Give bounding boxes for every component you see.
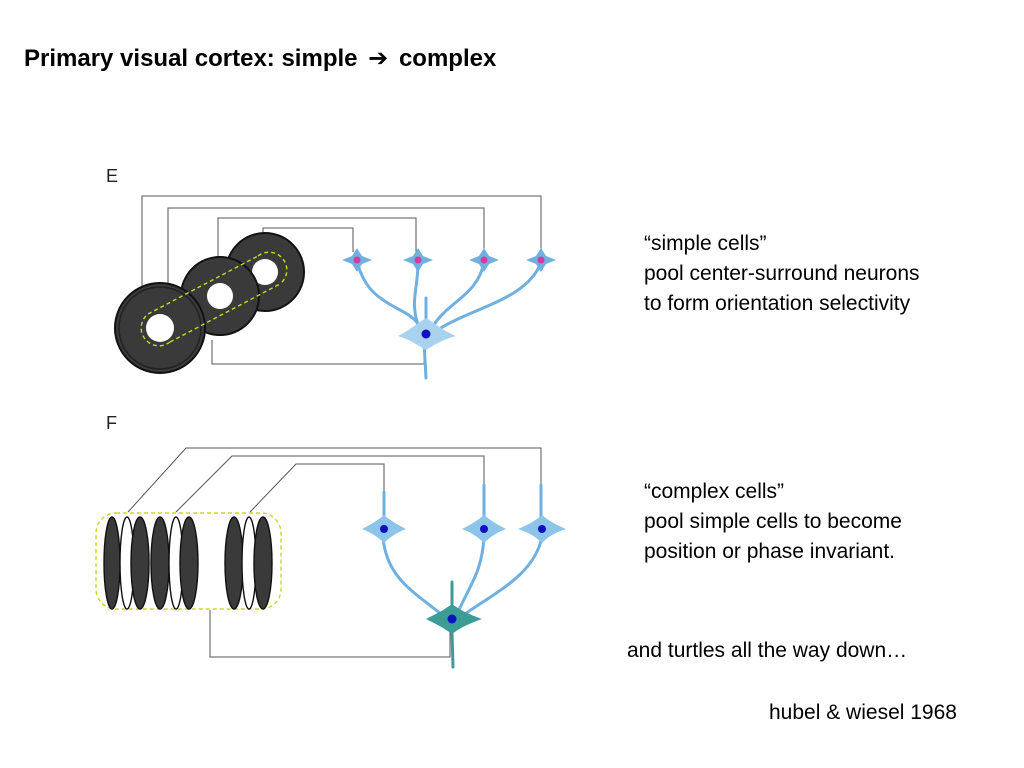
complex-cell-processes — [450, 580, 455, 669]
center-surround-neuron — [526, 248, 556, 272]
center-surround-neuron — [469, 248, 499, 272]
center-surround-field-center — [207, 283, 233, 309]
simple-cell-neuron — [518, 515, 566, 543]
complex-cell-neuron — [426, 604, 482, 634]
panel-f-simple-cells — [362, 515, 566, 543]
simple-cells-line-3: to form orientation selectivity — [644, 292, 911, 315]
panel-e-input-neurons — [342, 248, 556, 272]
complex-cells-heading: “complex cells” — [644, 480, 785, 503]
center-surround-field-center — [252, 259, 278, 285]
complex-cells-line-3: position or phase invariant. — [644, 540, 895, 563]
panel-e-diagram — [114, 195, 556, 380]
page-title: Primary visual cortex: simple ➔ complex — [24, 44, 496, 73]
center-surround-neuron — [403, 248, 433, 272]
panel-e-dendrites — [355, 260, 543, 380]
title-end: complex — [398, 45, 497, 72]
simple-cells-description: “simple cells” pool center-surround neur… — [644, 229, 920, 319]
center-surround-neuron — [342, 248, 372, 272]
simple-cells-heading: “simple cells” — [644, 232, 767, 255]
center-surround-fields — [114, 232, 305, 374]
simple-cells-line-2: pool center-surround neurons — [644, 262, 920, 285]
panel-f-label: F — [106, 413, 117, 433]
complex-cells-description: “complex cells” pool simple cells to bec… — [644, 477, 902, 567]
simple-cell-neuron — [462, 515, 506, 543]
panel-e-label: E — [106, 166, 119, 186]
complex-cells-line-2: pool simple cells to become — [644, 510, 902, 533]
panel-f-diagram — [95, 447, 566, 669]
simple-cell-neuron — [398, 318, 456, 350]
citation: hubel & wiesel 1968 — [769, 701, 957, 724]
arrow-right-icon: ➔ — [368, 45, 389, 72]
title-main: Primary visual cortex: simple — [24, 45, 358, 72]
center-surround-field-center — [146, 314, 174, 342]
simple-cell-pool-outline — [95, 512, 282, 610]
panel-f-wiring — [127, 447, 542, 658]
turtles-note: and turtles all the way down… — [627, 639, 908, 662]
panel-f-dendrites — [381, 483, 544, 618]
oriented-receptive-fields — [103, 516, 273, 610]
simple-cell-neuron — [362, 515, 406, 543]
